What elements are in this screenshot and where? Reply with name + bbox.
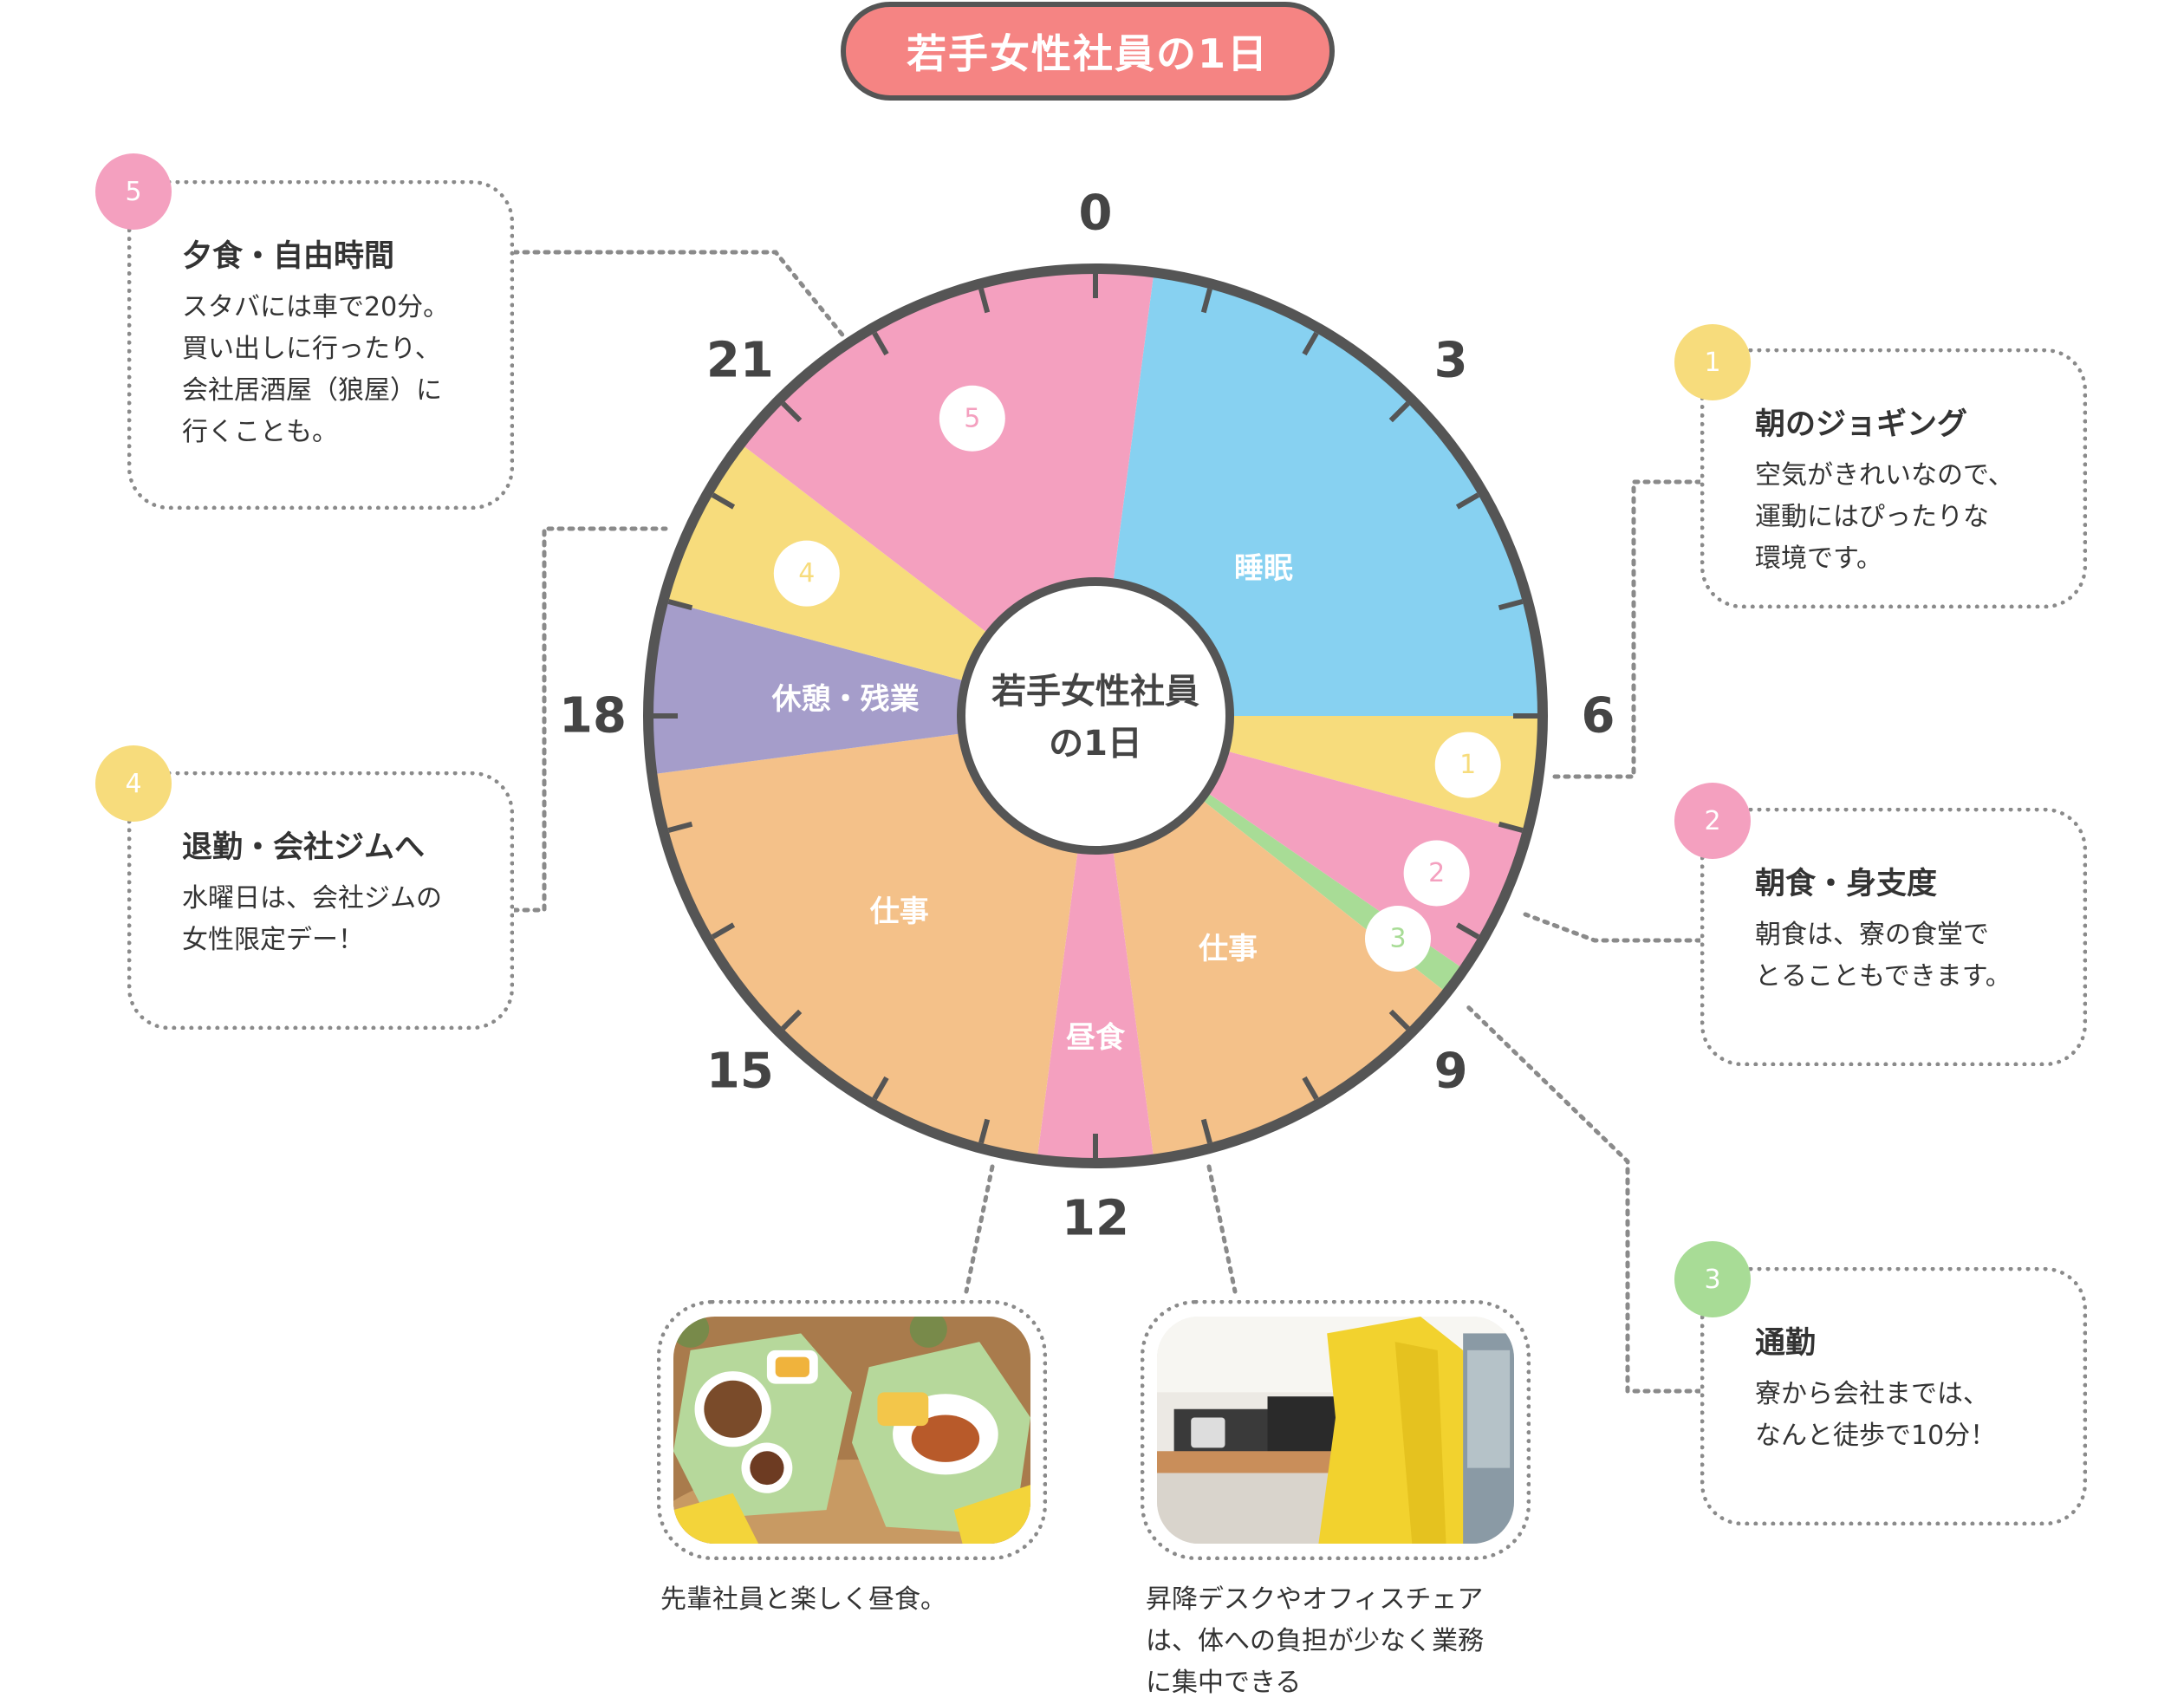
card-jogging-badge: 1 (1674, 324, 1751, 400)
segment-badge-gym (773, 540, 840, 607)
connector-office-photo (1206, 1164, 1238, 1294)
card-gym: 退勤・会社ジムへ 水曜日は、会社ジムの 女性限定デー！ (127, 771, 514, 1030)
tick-10 (1302, 1076, 1319, 1101)
tick-5 (1498, 599, 1524, 611)
lunch-photo-caption: 先輩社員と楽しく昼食。 (660, 1584, 946, 1615)
segment-badge-dinner (939, 385, 1005, 452)
segment-badge-number-gym: 4 (798, 558, 815, 589)
connector-gym (511, 526, 668, 913)
center-label-line-1: の1日 (1049, 724, 1142, 764)
segment-badge-number-breakfast: 2 (1428, 858, 1445, 888)
lunch-photo (673, 1317, 1030, 1544)
card-breakfast-title: 朝食・身支度 (1755, 867, 1938, 901)
tick-22 (872, 331, 889, 356)
tick-23 (978, 288, 991, 314)
connector-dinner (511, 250, 848, 341)
tick-4 (1455, 492, 1480, 510)
tick-20 (711, 492, 736, 510)
hour-label-15: 15 (706, 1044, 774, 1100)
clock-rim (643, 263, 1548, 1168)
tick-15 (781, 1009, 803, 1031)
tick-11 (1200, 1118, 1212, 1144)
tick-14 (872, 1076, 889, 1101)
card-dinner: 夕食・自由時間 スタバには車で20分。 買い出しに行ったり、 会社居酒屋（狼屋）… (127, 180, 514, 510)
connector-jogging (1547, 479, 1703, 779)
hour-label-21: 21 (706, 332, 774, 388)
segment-sleep (1095, 272, 1543, 716)
center-circle (957, 577, 1234, 855)
tick-8 (1455, 922, 1480, 940)
hour-label-18: 18 (559, 688, 627, 745)
segment-label-break-overtime: 休憩・残業 (771, 682, 920, 717)
office-photo-frame (1141, 1300, 1531, 1560)
hour-label-9: 9 (1434, 1044, 1468, 1100)
card-commute-title: 通勤 (1755, 1326, 1817, 1361)
office-photo-caption: 昇降デスクやオフィスチェア は、体への負担が少なく業務 に集中できる (1146, 1584, 1484, 1698)
segment-lunch (1037, 716, 1154, 1164)
segment-badge-breakfast (1403, 840, 1470, 907)
segment-work-morning (1095, 716, 1447, 1160)
center-label-line-0: 若手女性社員 (991, 672, 1199, 712)
card-commute: 通勤 寮から会社までは、 なんと徒歩で10分！ (1700, 1267, 2087, 1525)
tick-17 (667, 821, 693, 833)
tick-3 (1388, 401, 1410, 423)
connector-lunch-photo (964, 1164, 995, 1294)
tick-9 (1388, 1009, 1410, 1031)
segment-badge-number-jogging: 1 (1459, 750, 1476, 780)
segment-badge-number-commute: 3 (1389, 924, 1406, 954)
tick-1 (1200, 288, 1212, 314)
tick-13 (978, 1118, 991, 1144)
segment-badge-jogging (1434, 732, 1501, 798)
hour-label-3: 3 (1434, 332, 1468, 388)
card-dinner-title: 夕食・自由時間 (182, 239, 395, 274)
segment-badge-commute (1364, 906, 1431, 972)
card-jogging: 朝のジョギング 空気がきれいなので、 運動にはぴったりな 環境です。 (1700, 348, 2087, 608)
card-gym-body: 水曜日は、会社ジムの 女性限定デー！ (182, 883, 442, 955)
card-dinner-body: スタバには車で20分。 買い出しに行ったり、 会社居酒屋（狼屋）に 行くことも。 (182, 292, 450, 447)
hour-label-6: 6 (1582, 688, 1615, 745)
segment-label-work-morning: 仕事 (1199, 932, 1258, 966)
tick-16 (711, 922, 736, 940)
card-jogging-body: 空気がきれいなので、 運動にはぴったりな 環境です。 (1755, 460, 2014, 574)
card-commute-body: 寮から会社までは、 なんと徒歩で10分！ (1755, 1379, 1997, 1451)
segment-label-sleep: 睡眠 (1234, 551, 1293, 586)
tick-21 (781, 401, 803, 423)
office-photo (1157, 1317, 1514, 1544)
connector-commute (1462, 1001, 1703, 1394)
card-breakfast-badge: 2 (1674, 783, 1751, 859)
diagram-title: 若手女性社員の1日 (841, 2, 1335, 101)
card-jogging-title: 朝のジョギング (1755, 407, 1968, 442)
tick-19 (667, 599, 693, 611)
segment-badge-number-dinner: 5 (964, 403, 980, 433)
tick-2 (1302, 331, 1319, 356)
segment-work-afternoon (652, 716, 1095, 1160)
lunch-photo-frame (657, 1300, 1047, 1560)
segment-label-work-afternoon: 仕事 (870, 894, 929, 929)
card-gym-title: 退勤・会社ジムへ (182, 830, 426, 865)
segment-break-overtime (647, 600, 1095, 775)
card-breakfast: 朝食・身支度 朝食は、寮の食堂で とることもできます。 (1700, 808, 2087, 1066)
hour-label-0: 0 (1079, 185, 1113, 242)
card-commute-badge: 3 (1674, 1241, 1751, 1317)
tick-7 (1498, 821, 1524, 833)
hour-label-12: 12 (1062, 1191, 1129, 1247)
card-dinner-badge: 5 (95, 153, 172, 230)
connector-breakfast (1523, 912, 1703, 943)
segment-label-lunch: 昼食 (1066, 1021, 1126, 1056)
card-breakfast-body: 朝食は、寮の食堂で とることもできます。 (1755, 920, 2012, 992)
card-gym-badge: 4 (95, 745, 172, 822)
